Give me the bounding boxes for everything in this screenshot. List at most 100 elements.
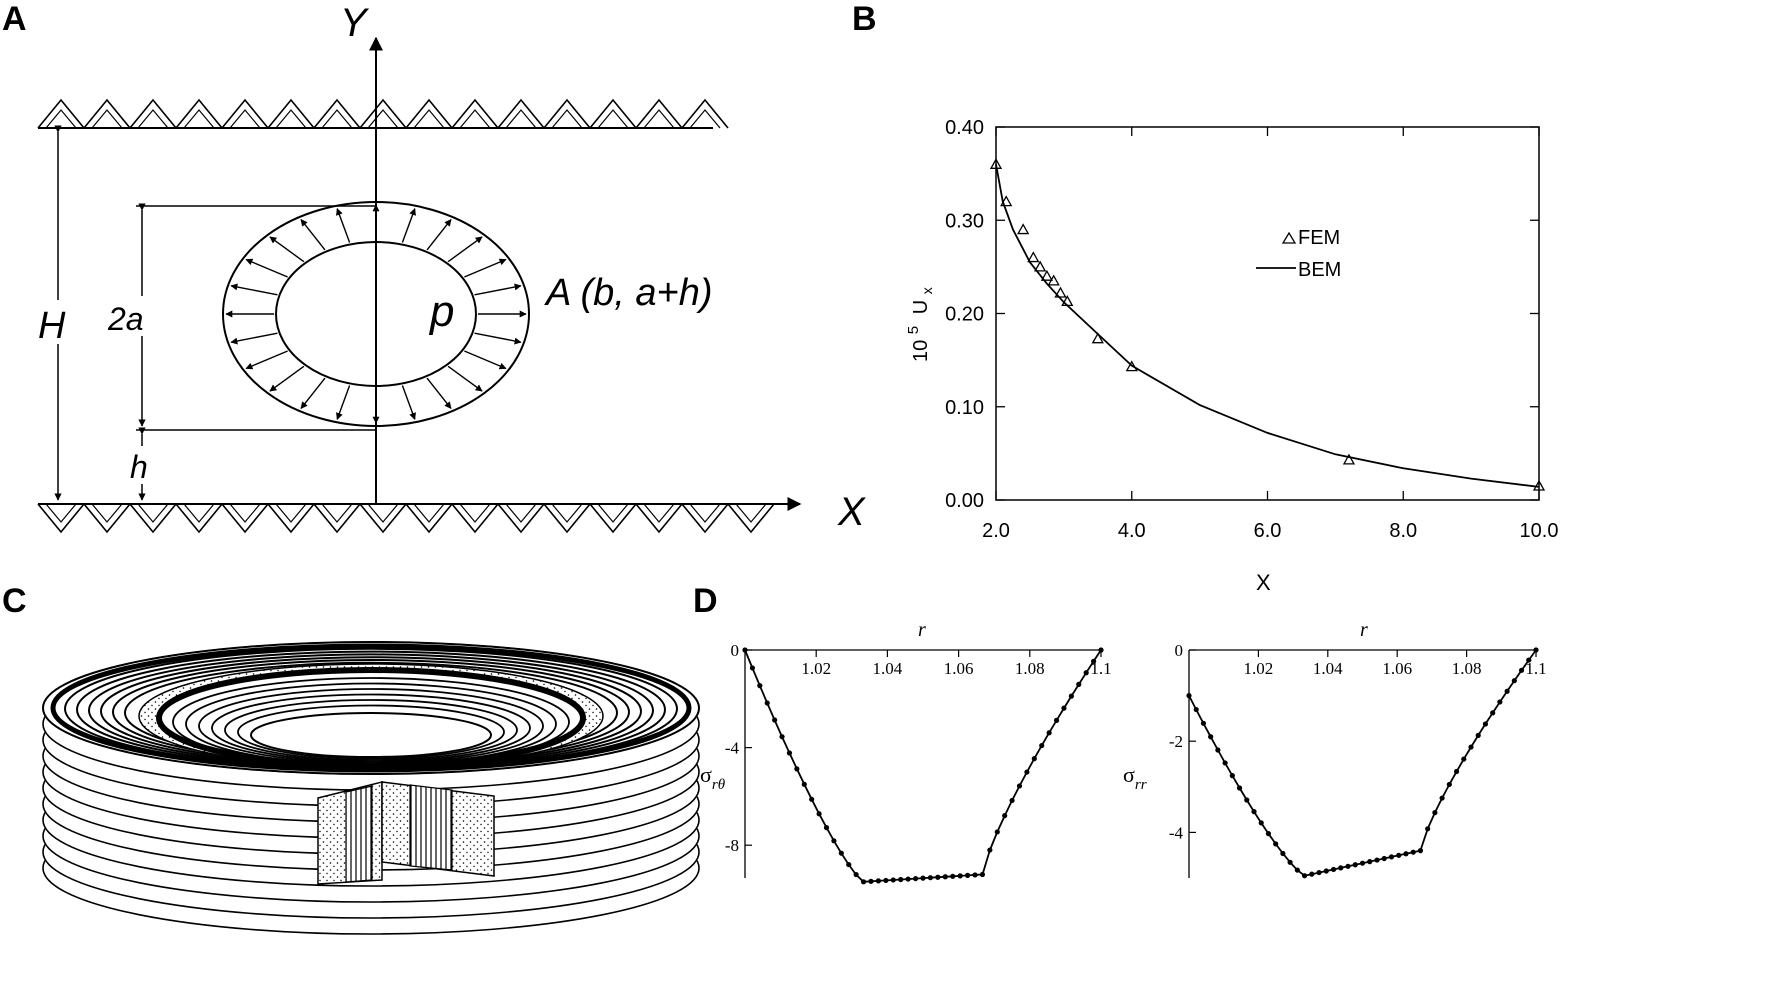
panel-letter-b: B bbox=[852, 0, 877, 38]
hatch-mark bbox=[229, 503, 261, 523]
hatch-mark bbox=[137, 503, 169, 523]
hatch-mark bbox=[183, 503, 215, 523]
series-dot bbox=[1518, 667, 1525, 673]
d-right-ylabel-sub: rr bbox=[1135, 777, 1147, 793]
x-tick-label: 2.0 bbox=[982, 520, 1010, 542]
series-dot bbox=[1039, 742, 1045, 749]
series-dot bbox=[868, 878, 874, 884]
series-dot bbox=[1367, 859, 1373, 865]
hatch-mark bbox=[459, 503, 491, 523]
fem-marker bbox=[1047, 274, 1060, 286]
hatch-mark bbox=[459, 109, 491, 129]
pressure-arrow bbox=[269, 236, 305, 263]
b-ylabel-exp: 5 bbox=[905, 326, 922, 334]
fem-marker bbox=[1532, 479, 1546, 491]
series-dot bbox=[1186, 693, 1192, 699]
series-dot bbox=[1273, 841, 1279, 847]
series-dot bbox=[1439, 795, 1445, 801]
series-dot bbox=[1200, 720, 1207, 726]
hatch-mark bbox=[183, 109, 215, 129]
series-dot bbox=[1504, 688, 1510, 694]
b-x-axis-label: X bbox=[1256, 570, 1271, 595]
fem-marker bbox=[1027, 251, 1040, 263]
hatch-mark bbox=[83, 503, 131, 534]
series-dot bbox=[1461, 756, 1467, 762]
hatch-mark bbox=[129, 503, 177, 534]
x-tick-label: 1.08 bbox=[1015, 659, 1045, 678]
series-dot bbox=[1258, 820, 1264, 826]
series-dot bbox=[749, 665, 756, 671]
hatch-mark bbox=[551, 109, 583, 129]
series-dot bbox=[1475, 732, 1481, 739]
series-dot bbox=[1076, 681, 1082, 687]
outer-ellipse bbox=[222, 201, 530, 427]
hatch-mark bbox=[321, 109, 353, 129]
y-tick-label: 0.20 bbox=[945, 304, 984, 326]
series-dot bbox=[920, 875, 926, 881]
plot-frame bbox=[995, 126, 1540, 501]
fem-series-markers bbox=[989, 157, 1546, 491]
hatch-mark bbox=[497, 503, 545, 534]
svg-text:10 5 U: 10 5 U x bbox=[901, 287, 935, 362]
pressure-arrow bbox=[474, 283, 522, 296]
x-tick-label: 10.0 bbox=[1520, 520, 1559, 542]
label-2a: 2a bbox=[107, 301, 144, 337]
hatch-mark bbox=[589, 98, 637, 129]
y-tick-label: -4 bbox=[1169, 823, 1184, 842]
legend-fem-marker bbox=[1281, 231, 1297, 244]
hatch-mark bbox=[37, 503, 85, 534]
series-dot bbox=[898, 876, 904, 883]
x-tick-label: 8.0 bbox=[1389, 520, 1417, 542]
series-dot bbox=[1533, 647, 1539, 653]
ring-lamination bbox=[50, 643, 692, 773]
series-dot bbox=[823, 825, 830, 831]
label-point-A: A (b, a+h) bbox=[544, 272, 713, 314]
series-dot bbox=[1215, 747, 1221, 753]
y-tick-label: 0 bbox=[1175, 641, 1184, 660]
series-dot bbox=[1193, 706, 1199, 713]
series-dot bbox=[831, 838, 837, 844]
hatch-mark bbox=[175, 503, 223, 534]
series-dot bbox=[1497, 699, 1503, 705]
series-dot bbox=[1453, 768, 1460, 775]
hatch-mark bbox=[643, 503, 675, 523]
hatch-mark bbox=[321, 503, 353, 523]
hatch-mark bbox=[735, 503, 767, 523]
series-dot bbox=[1265, 831, 1272, 837]
pressure-arrow bbox=[426, 219, 452, 251]
fem-marker bbox=[1034, 260, 1047, 272]
pressure-arrow bbox=[401, 385, 416, 420]
fem-marker bbox=[1091, 332, 1104, 344]
series-dot bbox=[1294, 867, 1300, 873]
series-dot bbox=[1046, 730, 1052, 736]
series-dot bbox=[1388, 854, 1395, 860]
hatch-mark bbox=[359, 98, 407, 129]
pressure-arrow bbox=[474, 332, 522, 345]
series-dot bbox=[1338, 865, 1344, 871]
series-dot bbox=[779, 734, 785, 740]
y-tick-label: -8 bbox=[725, 836, 739, 855]
hatch-mark bbox=[413, 109, 445, 129]
hatch-mark bbox=[45, 109, 77, 129]
hatch-mark bbox=[405, 503, 453, 534]
series-dot bbox=[1244, 797, 1250, 803]
pressure-arrow bbox=[401, 208, 416, 243]
series-dot bbox=[1381, 855, 1387, 862]
ring-inner-laminations bbox=[172, 677, 570, 767]
b-ylabel-prefix: 10 bbox=[910, 340, 932, 362]
series-dot bbox=[1083, 670, 1089, 676]
label-p: p bbox=[428, 287, 454, 336]
series-dot bbox=[883, 877, 889, 884]
series-dot bbox=[1024, 769, 1030, 775]
series-dot bbox=[1236, 785, 1243, 791]
series-dot bbox=[890, 877, 896, 883]
series-dot bbox=[957, 873, 963, 879]
series-dot bbox=[964, 872, 971, 878]
hatch-mark bbox=[359, 503, 407, 534]
series-dot bbox=[1511, 678, 1517, 684]
series-dot bbox=[1330, 866, 1337, 873]
series-dot bbox=[786, 750, 793, 756]
cut-face-lines-left bbox=[345, 785, 373, 883]
